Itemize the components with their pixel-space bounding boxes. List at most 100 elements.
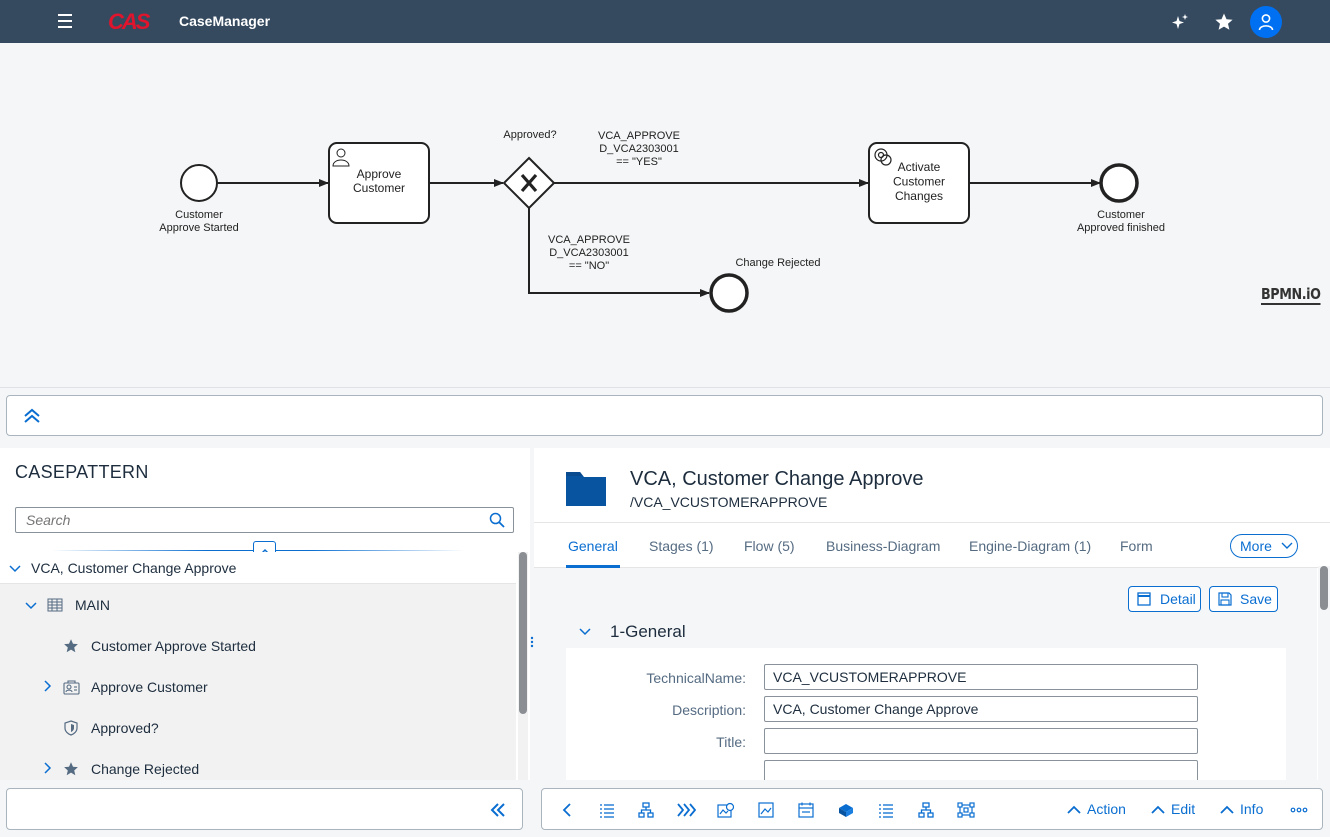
tab-engine-diagram[interactable]: Engine-Diagram (1) xyxy=(969,538,1092,554)
save-icon xyxy=(1218,592,1232,606)
vertical-splitter-handle[interactable] xyxy=(530,632,534,654)
flow-no xyxy=(528,208,710,297)
chevron-down-icon[interactable] xyxy=(9,562,21,574)
object-subtitle: /VCA_VCUSTOMERAPPROVE xyxy=(630,494,828,510)
chevron-down-icon[interactable] xyxy=(578,627,592,637)
action-menu-button[interactable]: Action xyxy=(1067,801,1126,817)
star-icon[interactable] xyxy=(1210,8,1238,36)
user-icon[interactable] xyxy=(1250,6,1282,38)
tree-node-root[interactable]: VCA, Customer Change Approve xyxy=(0,552,516,584)
collapse-up-icon[interactable] xyxy=(21,406,43,426)
list-icon[interactable] xyxy=(597,800,617,820)
menu-icon[interactable] xyxy=(52,10,78,32)
user-task-icon xyxy=(62,678,80,696)
scrollbar-thumb[interactable] xyxy=(1320,566,1328,610)
back-icon[interactable] xyxy=(557,800,577,820)
detail-panel: VCA, Customer Change Approve /VCA_VCUSTO… xyxy=(534,448,1330,780)
collapse-left-icon[interactable] xyxy=(487,800,509,820)
tab-bar: General Stages (1) Flow (5) Business-Dia… xyxy=(534,522,1330,568)
search-field xyxy=(15,507,514,533)
process-flow-icon[interactable] xyxy=(676,800,696,820)
table-icon xyxy=(46,596,64,614)
horizontal-splitter-handle[interactable] xyxy=(656,443,672,456)
search-icon[interactable] xyxy=(489,512,505,528)
tree-node-gateway[interactable]: Approved? xyxy=(0,707,516,748)
title-field[interactable] xyxy=(764,728,1198,754)
sparkle-icon[interactable] xyxy=(1166,8,1194,36)
technical-name-field[interactable] xyxy=(764,664,1198,690)
chevron-down-icon[interactable] xyxy=(25,599,37,611)
general-form: TechnicalName: Description: Title: xyxy=(566,648,1286,780)
end-event-approved[interactable] xyxy=(1099,163,1139,203)
task-approve-customer[interactable] xyxy=(328,142,430,224)
process-settings-icon[interactable] xyxy=(716,800,736,820)
hierarchy-icon[interactable] xyxy=(916,800,936,820)
info-menu-button[interactable]: Info xyxy=(1220,801,1263,817)
task-activate-changes[interactable] xyxy=(868,142,970,224)
overflow-icon[interactable] xyxy=(1289,800,1309,820)
more-label: More xyxy=(1240,538,1272,554)
tree-scrollbar[interactable] xyxy=(518,552,528,780)
description-field[interactable] xyxy=(764,696,1198,722)
list-icon[interactable] xyxy=(876,800,896,820)
next-field[interactable] xyxy=(764,760,1198,780)
end-event-rejected[interactable] xyxy=(709,273,749,313)
edit-menu-button[interactable]: Edit xyxy=(1151,801,1195,817)
section-title[interactable]: 1-General xyxy=(610,622,686,641)
info-label: Info xyxy=(1240,801,1264,817)
tab-stages[interactable]: Stages (1) xyxy=(649,538,714,554)
company-logo: CAS xyxy=(108,9,150,34)
tree-node-label: Customer Approve Started xyxy=(91,637,256,654)
collapse-bar xyxy=(6,395,1323,436)
save-label: Save xyxy=(1240,591,1272,607)
window-icon xyxy=(1137,592,1151,606)
chevron-right-icon[interactable] xyxy=(41,762,53,774)
technical-name-label: TechnicalName: xyxy=(646,670,746,686)
object-title: VCA, Customer Change Approve xyxy=(630,468,924,490)
detail-scrollbar[interactable] xyxy=(1318,566,1330,780)
tree-node-start[interactable]: Customer Approve Started xyxy=(0,625,516,666)
hierarchy-icon[interactable] xyxy=(636,800,656,820)
title-label: Title: xyxy=(716,734,746,750)
tree-node-approve[interactable]: Approve Customer xyxy=(0,666,516,707)
service-task-icon xyxy=(874,148,892,166)
general-tab-content: Detail Save 1-General TechnicalName: Des… xyxy=(534,568,1317,780)
case-tree: VCA, Customer Change Approve MAIN Custom… xyxy=(0,552,516,780)
scrollbar-thumb[interactable] xyxy=(519,552,527,714)
start-event[interactable] xyxy=(180,164,218,202)
gateway-label: Approved? xyxy=(503,129,556,141)
chevron-up-icon xyxy=(1220,805,1234,814)
star-icon xyxy=(62,760,80,778)
gateway-x-icon xyxy=(520,173,538,193)
image-edit-icon[interactable] xyxy=(756,800,776,820)
chevron-up-icon xyxy=(1151,805,1165,814)
tab-business-diagram[interactable]: Business-Diagram xyxy=(826,538,941,554)
save-button[interactable]: Save xyxy=(1209,586,1278,612)
star-icon xyxy=(62,637,80,655)
tab-flow[interactable]: Flow (5) xyxy=(744,538,795,554)
bpmn-io-watermark[interactable]: BPMN.iO xyxy=(1261,285,1321,305)
tree-node-label: MAIN xyxy=(75,596,110,613)
tree-node-main[interactable]: MAIN xyxy=(0,584,516,625)
network-icon[interactable] xyxy=(956,800,976,820)
tab-form[interactable]: Form xyxy=(1120,538,1153,554)
tree-node-label: VCA, Customer Change Approve xyxy=(31,559,237,576)
detail-button[interactable]: Detail xyxy=(1128,586,1201,612)
end-rejected-label: Change Rejected xyxy=(735,257,820,269)
more-tabs-button[interactable]: More xyxy=(1230,534,1298,558)
chevron-right-icon[interactable] xyxy=(41,680,53,692)
tree-node-rejected[interactable]: Change Rejected xyxy=(0,748,516,780)
chevron-down-icon xyxy=(1281,542,1293,549)
calendar-icon[interactable] xyxy=(796,800,816,820)
search-input[interactable] xyxy=(16,508,476,532)
cube-stack-icon[interactable] xyxy=(836,800,856,820)
tab-general[interactable]: General xyxy=(568,538,618,554)
left-footer-toolbar xyxy=(6,788,523,830)
edit-label: Edit xyxy=(1171,801,1196,817)
tree-node-label: Approved? xyxy=(91,719,159,736)
